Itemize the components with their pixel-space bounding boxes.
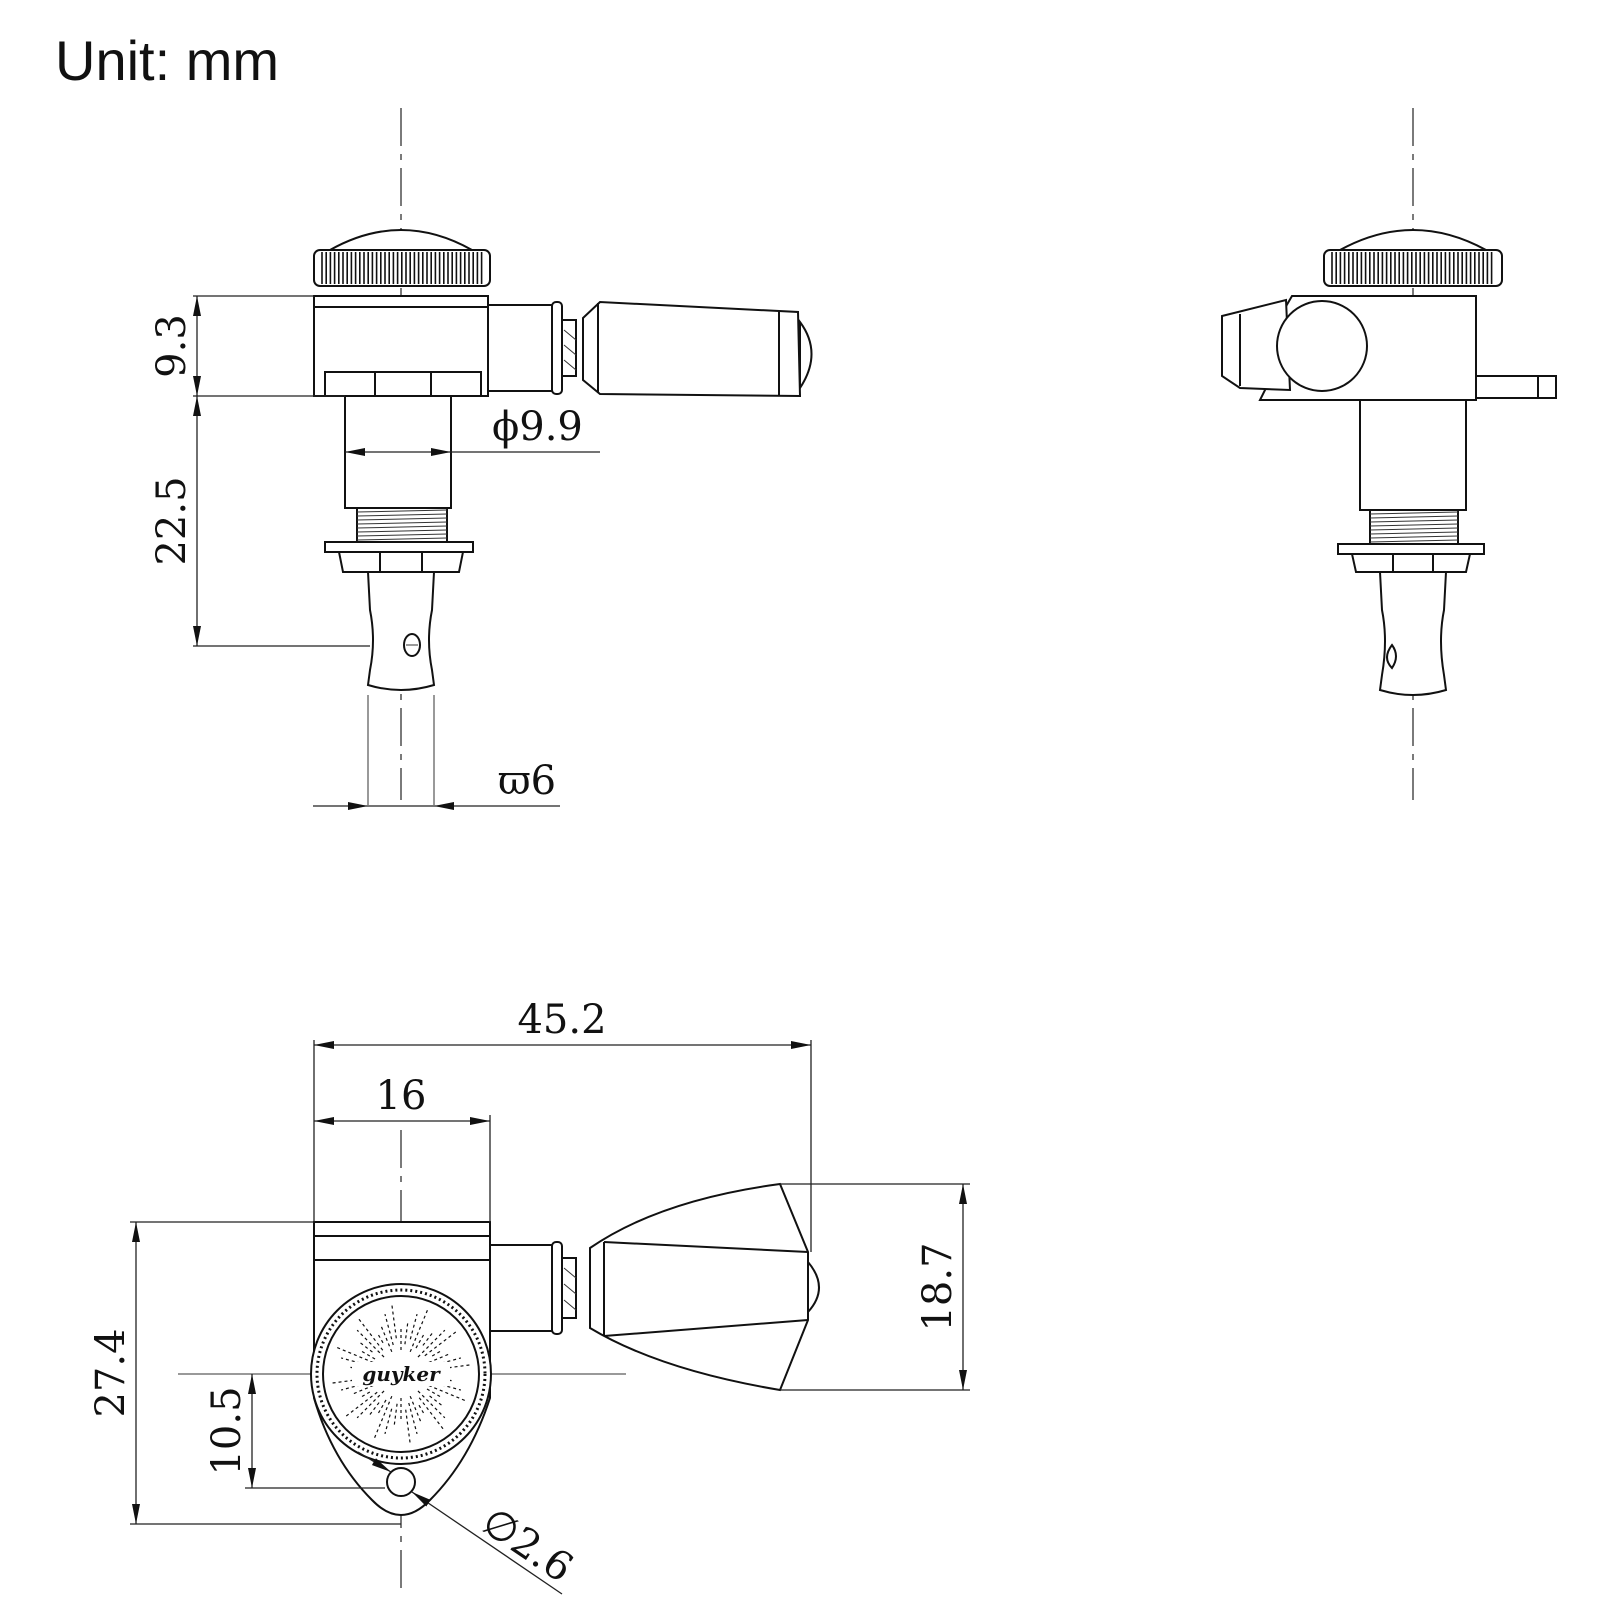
dim-18-7: 18.7 bbox=[915, 1242, 961, 1331]
dim-16: 16 bbox=[376, 1073, 427, 1119]
knurl-pattern bbox=[321, 252, 483, 284]
hex-nut bbox=[337, 551, 465, 573]
dim-27-4: 27.4 bbox=[88, 1328, 134, 1417]
bushing-right bbox=[1359, 399, 1467, 511]
top-view: guyker 45.2 16 27.4 10.5 18.7 ∅2.6 bbox=[88, 997, 970, 1595]
thread bbox=[356, 507, 448, 543]
washer bbox=[324, 541, 474, 553]
dim-phi-9-9: ϕ9.9 bbox=[492, 404, 583, 450]
gear-axle-right bbox=[1276, 300, 1368, 392]
dim-phi-2-6: ∅2.6 bbox=[474, 1499, 581, 1592]
tuning-button-top bbox=[589, 1182, 809, 1392]
worm-shaft bbox=[487, 304, 553, 392]
dim-10-5: 10.5 bbox=[204, 1386, 250, 1475]
dome-cap-right bbox=[1339, 229, 1487, 251]
unit-title: Unit: mm bbox=[55, 29, 279, 92]
dim-phi-6: ϖ6 bbox=[498, 758, 556, 804]
dome-cap bbox=[326, 229, 476, 251]
side-view-left: 9.3 22.5 ϕ9.9 ϖ6 bbox=[149, 108, 813, 810]
dim-45-2: 45.2 bbox=[517, 997, 606, 1043]
brand-logo: guyker bbox=[362, 1362, 441, 1386]
mounting-hole bbox=[386, 1467, 416, 1497]
dim-9-3: 9.3 bbox=[149, 314, 195, 378]
side-view-right bbox=[1221, 108, 1557, 800]
tuning-button bbox=[582, 300, 802, 398]
thread-right bbox=[1369, 509, 1459, 545]
dim-22-5: 22.5 bbox=[149, 476, 195, 565]
string-post-right bbox=[1378, 571, 1448, 696]
housing-base-nut bbox=[324, 371, 482, 397]
string-post bbox=[366, 571, 436, 691]
